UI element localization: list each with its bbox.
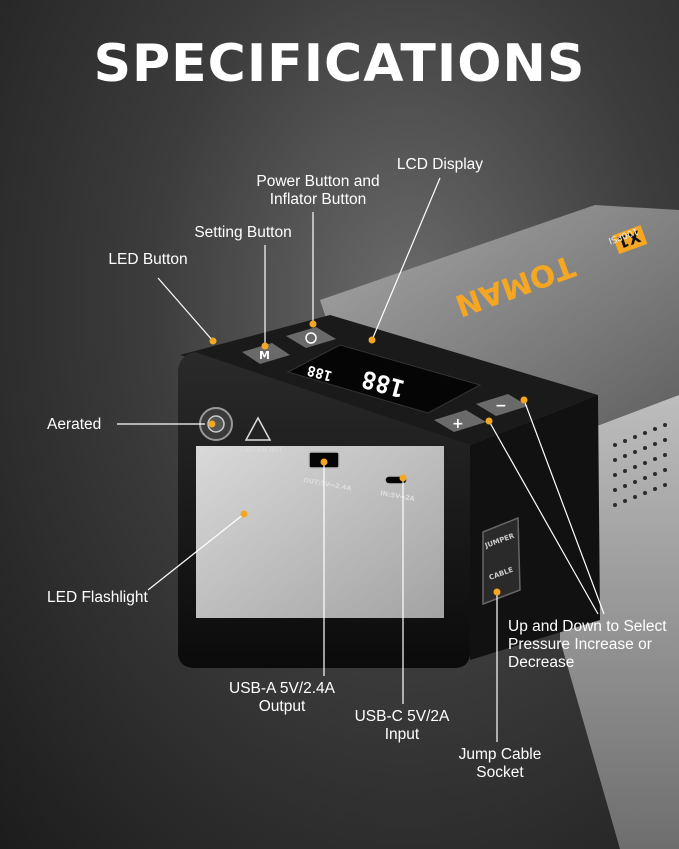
jump-cable-socket <box>482 516 521 606</box>
plus-button-label: + <box>452 416 464 432</box>
label-usb-a: USB-A 5V/2.4A Output <box>229 680 335 715</box>
minus-button-label: − <box>495 398 507 414</box>
label-setting-button: Setting Button <box>194 224 292 241</box>
page-title: SPECIFICATIONS <box>93 34 586 94</box>
led-flashlight-panel <box>196 446 444 618</box>
label-led-button: LED Button <box>108 251 188 268</box>
label-led-flashlight: LED Flashlight <box>47 589 148 606</box>
speaker-grill <box>613 423 667 507</box>
label-power-button: Power Button and Inflator Button <box>256 173 380 208</box>
label-aerated: Aerated <box>47 416 102 433</box>
plus-button-shape <box>434 410 486 432</box>
power-icon <box>305 332 317 344</box>
callout-lines <box>117 177 605 742</box>
setting-button-label: M <box>259 349 270 362</box>
power-button-shape <box>286 327 336 348</box>
caution-hot-icon <box>244 416 272 441</box>
device-top-panel <box>320 205 679 440</box>
label-jump-cable: Jump Cable Socket <box>458 746 542 781</box>
callout-dots <box>208 320 528 596</box>
label-usb-c: USB-C 5V/2A Input <box>354 708 450 743</box>
minus-button-shape <box>476 394 528 416</box>
caution-text: CAUTION HOT <box>240 447 282 454</box>
label-up-down: Up and Down to Select Pressure Increase … <box>508 618 667 671</box>
lcd-screen <box>286 344 482 414</box>
lcd-small-digits: 188 <box>306 362 335 384</box>
setting-button-shape <box>242 343 290 364</box>
label-lcd-display: LCD Display <box>396 156 484 173</box>
